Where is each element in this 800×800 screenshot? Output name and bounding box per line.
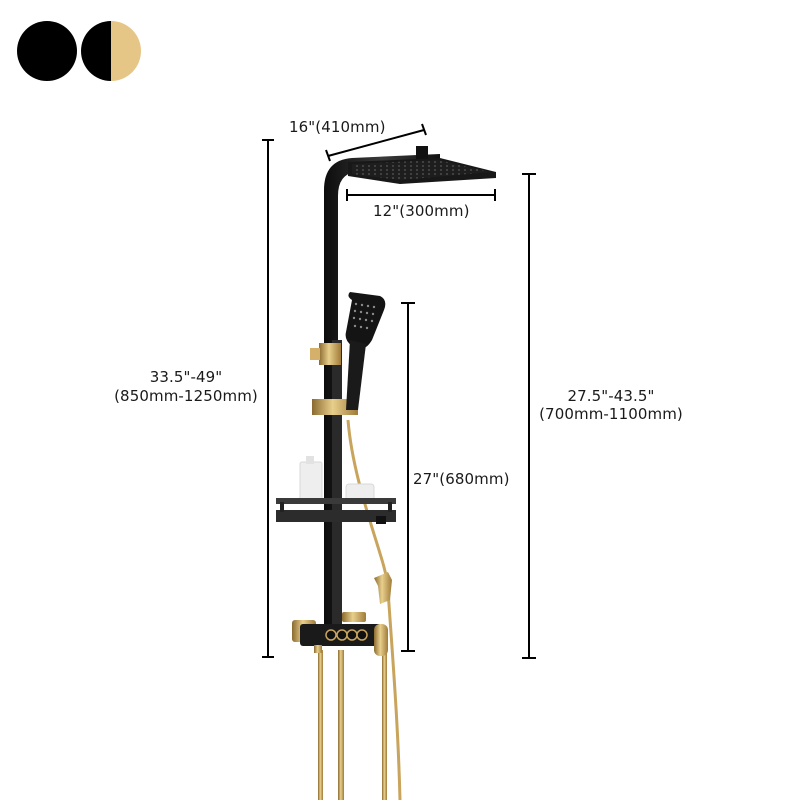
- swatch-gold-half: [111, 21, 141, 81]
- dimension-lines: [262, 123, 536, 659]
- mixer-valve: [292, 612, 388, 656]
- hand-shower: [345, 292, 386, 410]
- adjustable-height-label-1: 27.5"-43.5": [567, 387, 655, 405]
- swatch-black-half: [81, 21, 111, 81]
- shower-arm-length-label: 16"(410mm): [289, 118, 386, 136]
- rain-head-width-label: 12"(300mm): [373, 202, 470, 220]
- overall-height-label-1: 33.5"-49": [149, 368, 223, 386]
- swatch-black-right: [47, 21, 77, 81]
- riser-pipe: [324, 154, 440, 640]
- overall-height-label-2: (850mm-1250mm): [114, 387, 258, 405]
- adjustable-height-label-2: (700mm-1100mm): [539, 405, 683, 423]
- shelf: [276, 456, 396, 524]
- color-swatch-black[interactable]: [17, 21, 77, 81]
- swatch-black-left: [17, 21, 47, 81]
- color-swatch-black-gold[interactable]: [81, 21, 141, 81]
- bidet-sprayer: [374, 572, 392, 604]
- rain-shower-head: [348, 146, 496, 184]
- slide-bar-height-label: 27"(680mm): [413, 470, 510, 488]
